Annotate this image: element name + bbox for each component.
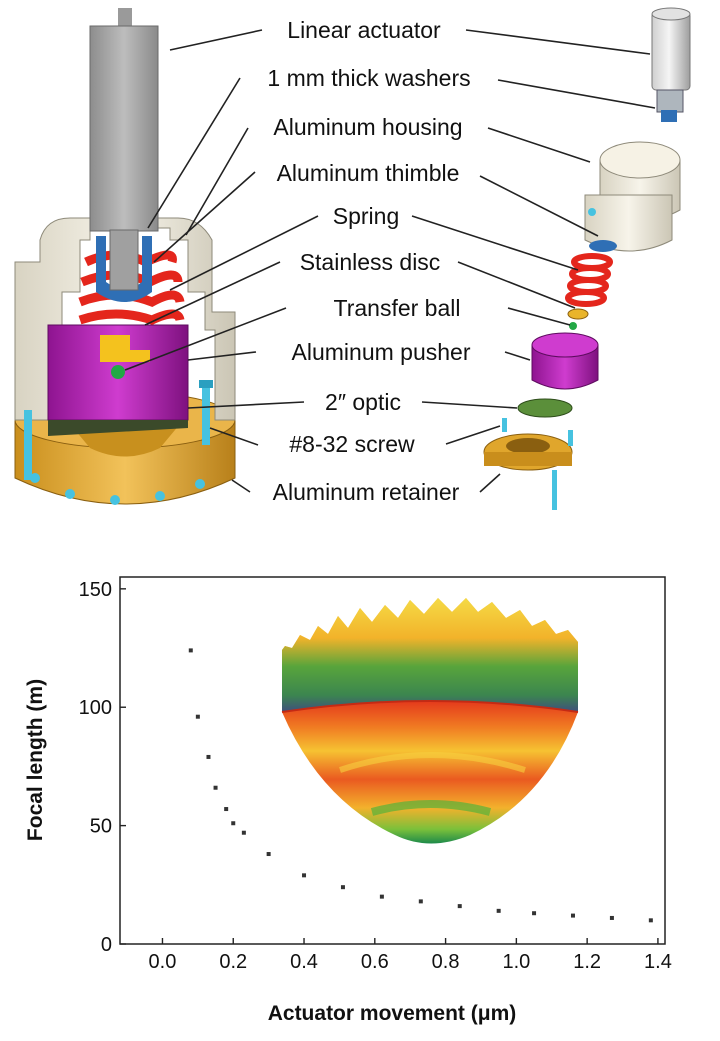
actuator-cross-section [89,8,159,291]
x-axis-label: Actuator movement (μm) [268,1002,517,1025]
data-point [213,785,218,790]
x-tick-label: 1.0 [502,951,530,973]
label-retainer: Aluminum retainer [273,479,460,505]
optic-part [517,398,573,418]
x-axis: 0.0 0.2 0.4 0.6 0.8 1.0 1.2 1.4 [149,938,672,973]
x-tick-label: 0.0 [149,951,177,973]
data-point [418,899,423,904]
x-tick-label: 0.6 [361,951,389,973]
data-point [302,873,307,878]
ball-cross-section [111,365,125,379]
data-point [457,904,462,909]
data-point [241,830,246,835]
data-point [340,885,345,890]
y-tick-label: 100 [79,697,112,719]
label-thimble: Aluminum thimble [277,160,460,186]
y-axis-label: Focal length (m) [24,679,47,841]
data-point [224,807,229,812]
data-points [188,648,653,923]
x-tick-label: 1.2 [573,951,601,973]
data-point [570,913,575,918]
label-pusher: Aluminum pusher [292,339,471,365]
x-tick-label: 0.4 [290,951,318,973]
x-tick-label: 0.8 [432,951,460,973]
x-tick-label: 1.4 [644,951,672,973]
ball-part [569,322,577,330]
optic-cross-section [48,420,188,436]
leader-lines [124,29,656,493]
data-point [206,754,211,759]
pusher-part [531,332,599,390]
label-linear-actuator: Linear actuator [287,17,441,43]
actuator-part [651,7,691,122]
data-point [609,915,614,920]
label-disc: Stainless disc [300,249,441,275]
housing-cross-section [14,217,236,421]
disc-part [567,308,589,320]
data-point [648,918,653,923]
label-washers: 1 mm thick washers [267,65,470,91]
y-tick-label: 0 [101,934,112,956]
data-point [532,911,537,916]
label-screw: #8-32 screw [289,431,415,457]
surface-map-inset [281,598,579,844]
label-housing: Aluminum housing [273,114,462,140]
y-tick-label: 50 [90,816,112,838]
y-tick-label: 150 [79,579,112,601]
data-point [231,821,236,826]
data-point [379,894,384,899]
part-labels: Linear actuator 1 mm thick washers Alumi… [267,17,470,505]
exploded-view [483,7,691,510]
disc-cross-section [100,335,150,362]
label-optic: 2″ optic [325,389,401,415]
data-point [188,648,193,653]
label-spring: Spring [333,203,399,229]
housing-part [584,141,681,252]
y-axis: 0 50 100 150 [79,579,126,956]
label-ball: Transfer ball [334,295,461,321]
data-point [496,908,501,913]
screw-cross-section [24,380,213,480]
spring-part [565,253,613,307]
chart: 0 50 100 150 0.0 0.2 0.4 0.6 0.8 1.0 1.2 1.4 Focal… [24,576,672,1025]
x-tick-label: 0.2 [219,951,247,973]
retainer-part [483,418,573,510]
data-point [266,852,271,857]
data-point [195,714,200,719]
thimble-part [589,240,617,252]
cross-section-assembly [14,8,236,505]
